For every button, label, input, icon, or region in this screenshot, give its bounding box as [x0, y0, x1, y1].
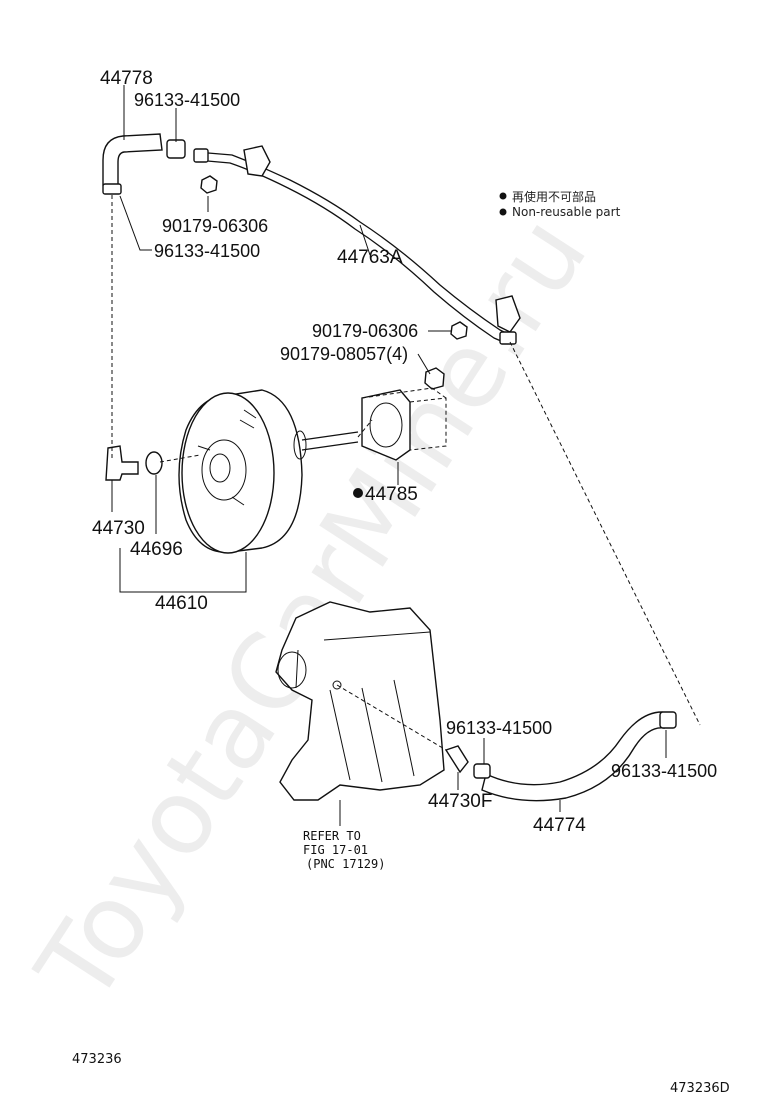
upper-hose-drawing — [102, 133, 186, 195]
label-44696: 44696 — [130, 539, 183, 560]
gasket-drawing — [361, 387, 447, 461]
union-drawing — [444, 745, 469, 774]
legend-en: Non-reusable part — [512, 205, 621, 219]
leader-lines — [111, 85, 667, 826]
legend-bullet-en — [499, 208, 507, 216]
legend-jp: 再使用不可部品 — [512, 189, 596, 204]
grommet-drawing — [145, 451, 163, 475]
lower-hose-drawing — [473, 711, 677, 802]
footer-left-id: 473236 — [72, 1052, 122, 1067]
refer-line-1: REFER TO — [303, 829, 361, 843]
manifold-drawing — [275, 601, 445, 801]
connection-line-booster — [159, 419, 373, 463]
label-44778: 44778 — [100, 68, 153, 89]
label-nut-upper: 90179-06306 — [162, 216, 268, 236]
footer-right-id: 473236D — [670, 1081, 730, 1096]
label-44774: 44774 — [533, 815, 586, 836]
connection-line-union — [336, 684, 447, 751]
label-44730F: 44730F — [428, 791, 492, 812]
booster-drawing — [178, 389, 359, 554]
label-44763A: 44763A — [337, 247, 403, 268]
nut-upper-drawing — [200, 175, 218, 194]
label-clamp-lower-b: 96133-41500 — [611, 761, 717, 781]
label-44730: 44730 — [92, 518, 145, 539]
legend-bullet-jp — [499, 192, 507, 200]
connection-line-pipe — [509, 341, 701, 726]
refer-line-2: FIG 17-01 — [303, 843, 368, 857]
refer-line-3: (PNC 17129) — [306, 857, 385, 871]
label-44610: 44610 — [155, 593, 208, 614]
label-clamp-lower-a: 96133-41500 — [446, 718, 552, 738]
label-nut-pipe: 90179-06306 — [312, 321, 418, 341]
non-reusable-mark — [353, 488, 363, 498]
label-clamp-upper-a: 96133-41500 — [134, 90, 240, 110]
label-nut-booster: 90179-08057(4) — [280, 344, 408, 364]
label-clamp-upper-b: 96133-41500 — [154, 241, 260, 261]
vacuum-pipe-drawing — [193, 145, 521, 345]
label-44785: 44785 — [365, 484, 418, 505]
nut-pipe-drawing — [450, 321, 468, 340]
check-valve-drawing — [105, 445, 139, 481]
